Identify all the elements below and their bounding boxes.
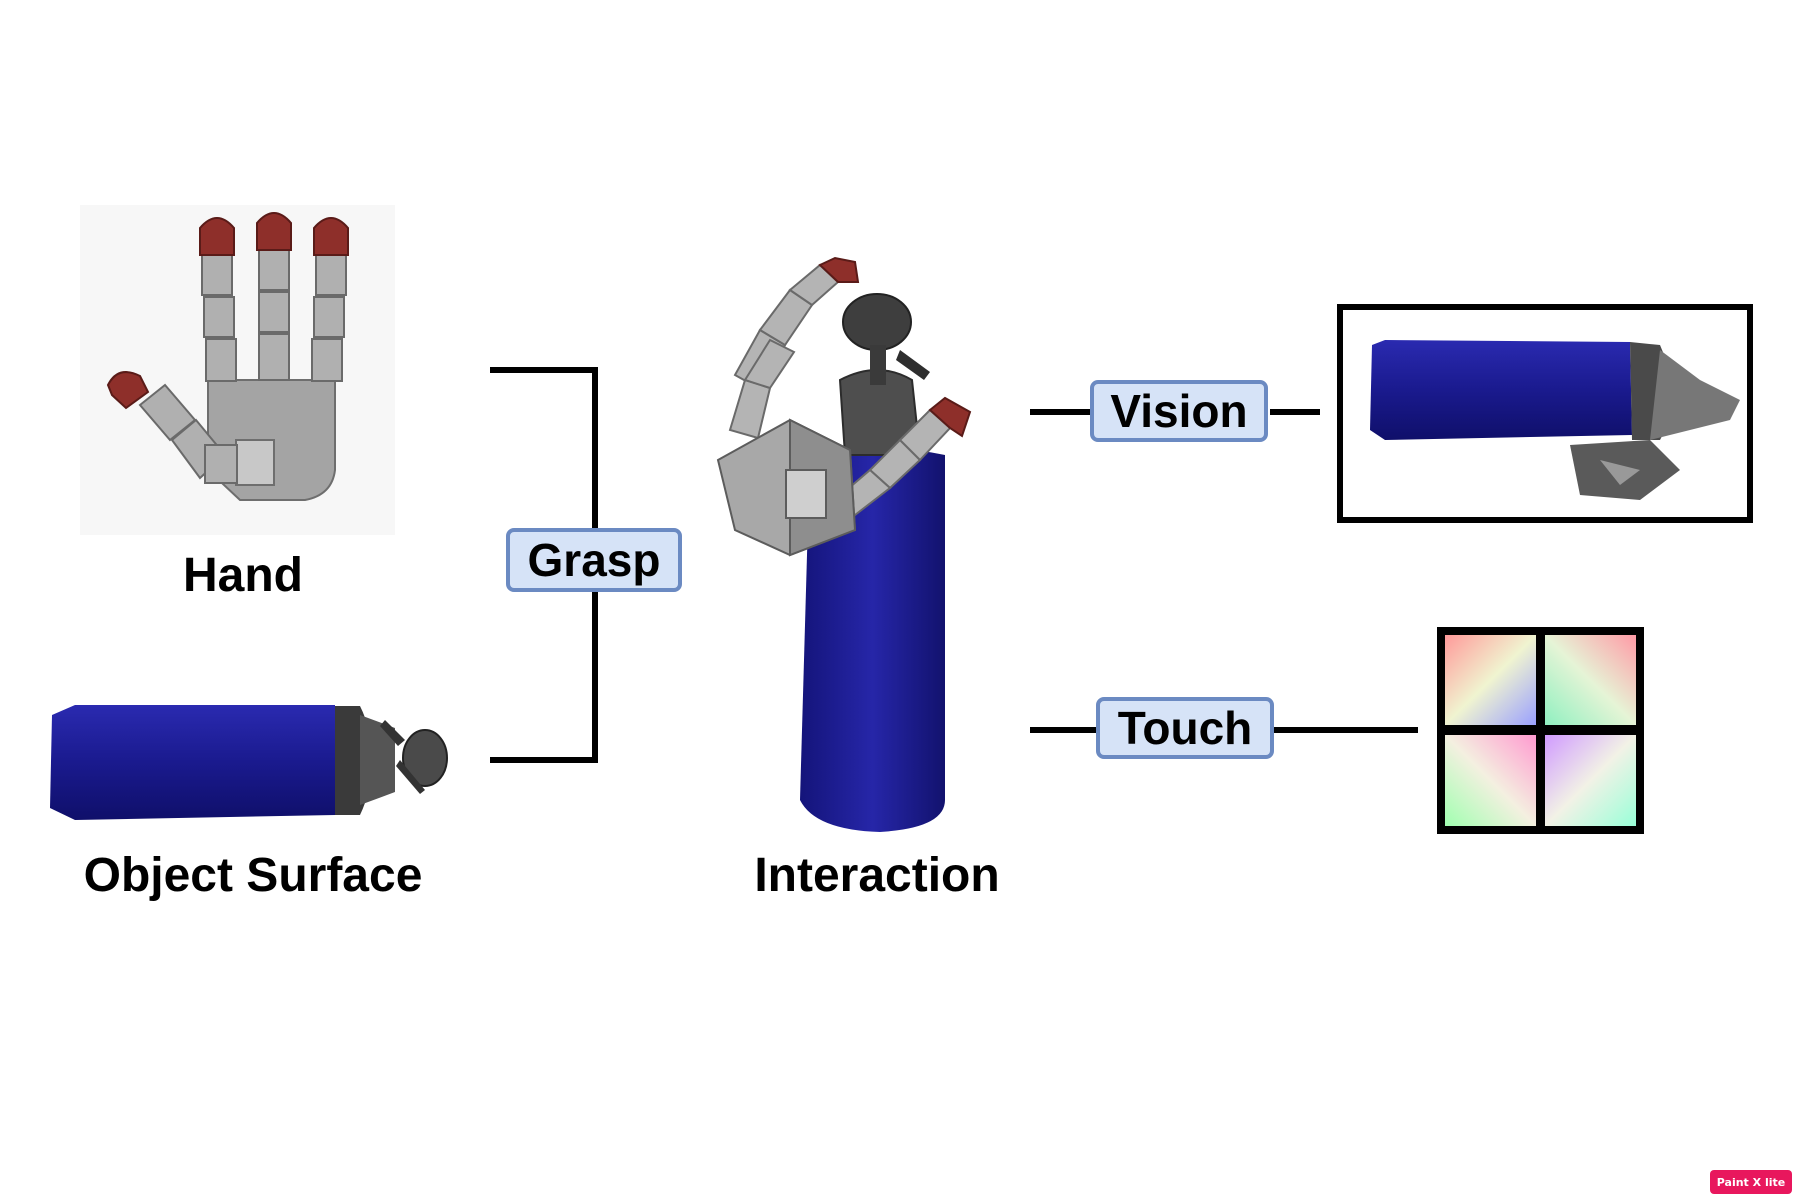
touch-chip: Touch [1096,697,1274,759]
tactile-cell [1545,635,1636,725]
robot-hand-icon [80,205,395,535]
bottle-icon [50,705,448,820]
tactile-grid-icon [1437,627,1644,834]
hand-grasping-bottle-icon [716,256,972,832]
watermark-badge: Paint X lite [1710,1170,1792,1194]
hand-label: Hand [183,549,303,602]
tactile-cell [1545,735,1636,826]
grasp-bracket [490,367,598,763]
vision-view-icon [1337,304,1753,523]
tactile-cell [1445,735,1536,826]
interaction-label: Interaction [754,849,1000,902]
object-surface-label: Object Surface [83,849,423,902]
grasp-chip: Grasp [506,528,682,592]
vision-chip: Vision [1090,380,1268,442]
tactile-cell [1445,635,1536,725]
